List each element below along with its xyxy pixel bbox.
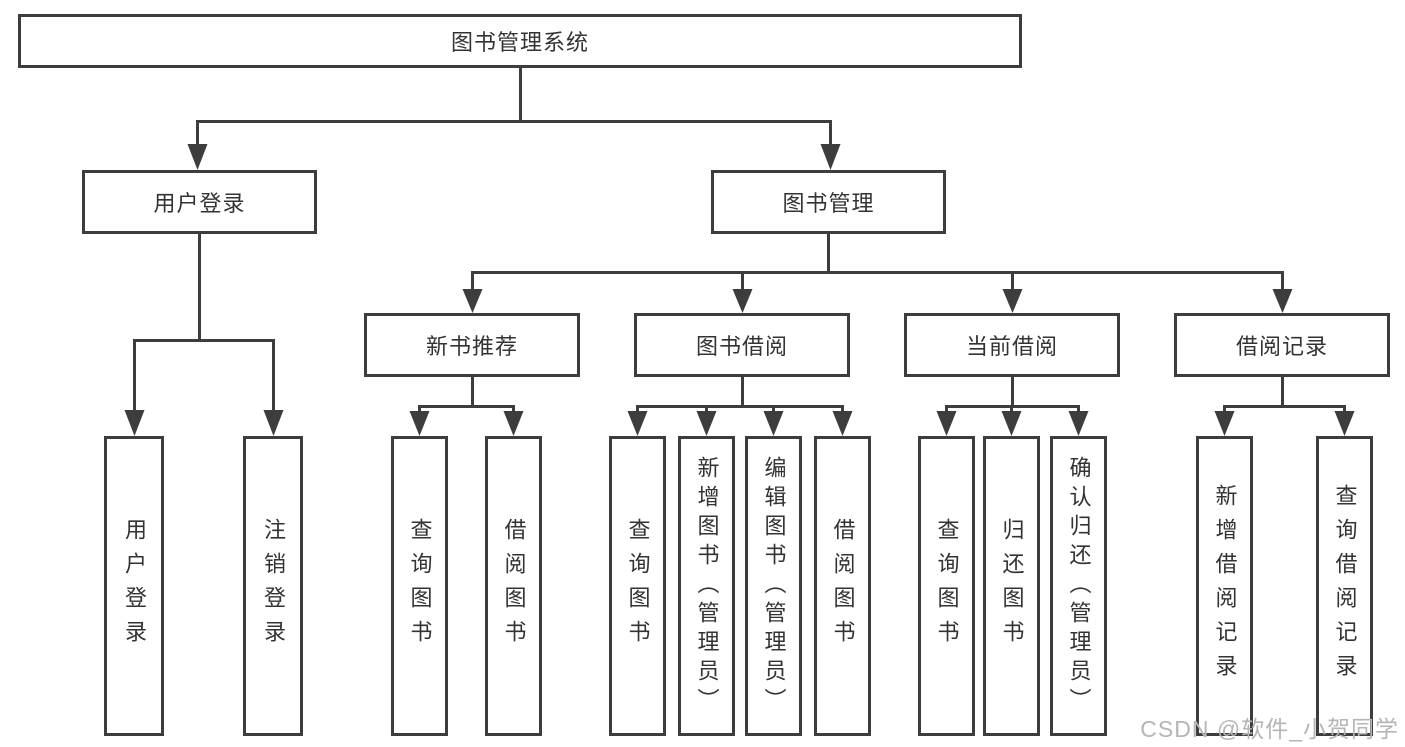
arrow-icon: [1214, 411, 1235, 436]
arrow-icon: [1272, 289, 1293, 313]
leaf-newbooks-query: 查询图书: [391, 436, 448, 736]
node-borrow-records: 借阅记录: [1174, 313, 1390, 377]
leaf-records-add: 新增借阅记录: [1196, 436, 1253, 736]
watermark-text: CSDN @软件_小贺同学: [1140, 716, 1399, 742]
leaf-records-query-label: 查询借阅记录: [1332, 484, 1358, 688]
leaf-newbooks-borrow: 借阅图书: [485, 436, 542, 736]
leaf-current-confirm-admin: 确认归还（管理员）: [1050, 436, 1107, 736]
arrow-icon: [820, 144, 841, 170]
leaf-current-query: 查询图书: [918, 436, 975, 736]
leaf-borrow-add-admin-label: 新增图书（管理员）: [694, 455, 720, 717]
arrow-icon: [1334, 411, 1355, 436]
connector-root-to-level2: [196, 68, 832, 146]
node-new-books: 新书推荐: [364, 313, 580, 377]
connector-userlogin-to-leaves: [133, 234, 275, 412]
node-book-borrow-label: 图书借阅: [695, 334, 788, 359]
arrowheads: [124, 144, 1355, 436]
arrow-icon: [936, 411, 957, 436]
leaf-borrow-edit-admin-label: 编辑图书（管理员）: [761, 455, 787, 717]
leaf-borrow-borrow: 借阅图书: [814, 436, 871, 736]
arrow-icon: [627, 411, 648, 436]
node-root: 图书管理系统: [18, 14, 1022, 68]
arrow-icon: [1002, 289, 1023, 313]
connector-current-to-leaves: [945, 377, 1080, 414]
node-current-borrow: 当前借阅: [904, 313, 1120, 377]
node-book-management: 图书管理: [711, 170, 946, 234]
arrow-icon: [409, 411, 430, 436]
leaf-borrow-borrow-label: 借阅图书: [830, 518, 856, 654]
connector-bookmgmt-to-level3: [471, 234, 1284, 291]
leaf-newbooks-borrow-label: 借阅图书: [501, 518, 527, 654]
leaf-borrow-query-label: 查询图书: [625, 518, 651, 654]
node-new-books-label: 新书推荐: [425, 334, 518, 359]
leaf-records-query: 查询借阅记录: [1316, 436, 1373, 736]
leaf-current-return-label: 归还图书: [999, 518, 1025, 654]
arrow-icon: [832, 411, 853, 436]
leaf-newbooks-query-label: 查询图书: [407, 518, 433, 654]
arrow-icon: [1068, 411, 1089, 436]
leaf-logout-label: 注销登录: [261, 518, 286, 654]
leaf-borrow-add-admin: 新增图书（管理员）: [678, 436, 735, 736]
leaf-logout: 注销登录: [243, 436, 303, 736]
node-current-borrow-label: 当前借阅: [965, 334, 1058, 359]
arrow-icon: [462, 289, 483, 313]
node-book-borrow: 图书借阅: [634, 313, 850, 377]
leaf-records-add-label: 新增借阅记录: [1212, 484, 1238, 688]
leaf-current-return: 归还图书: [983, 436, 1040, 736]
node-user-login: 用户登录: [82, 170, 317, 234]
arrow-icon: [763, 411, 784, 436]
arrow-icon: [503, 411, 524, 436]
node-borrow-records-label: 借阅记录: [1235, 334, 1328, 359]
node-book-management-label: 图书管理: [782, 191, 875, 216]
leaf-current-query-label: 查询图书: [934, 518, 960, 654]
connector-newbooks-to-leaves: [418, 377, 515, 414]
node-user-login-label: 用户登录: [153, 191, 246, 216]
connector-records-to-leaves: [1223, 377, 1346, 414]
arrow-icon: [732, 289, 753, 313]
leaf-current-confirm-admin-label: 确认归还（管理员）: [1066, 455, 1092, 717]
node-root-label: 图书管理系统: [450, 30, 589, 55]
arrow-icon: [124, 410, 145, 436]
arrow-icon: [696, 411, 717, 436]
leaf-user-login: 用户登录: [104, 436, 164, 736]
arrow-icon: [1001, 411, 1022, 436]
arrow-icon: [263, 410, 284, 436]
leaf-user-login-label: 用户登录: [122, 518, 147, 654]
leaf-borrow-edit-admin: 编辑图书（管理员）: [745, 436, 802, 736]
leaf-borrow-query: 查询图书: [609, 436, 666, 736]
arrow-icon: [187, 144, 208, 170]
connector-borrow-to-leaves: [636, 377, 844, 414]
